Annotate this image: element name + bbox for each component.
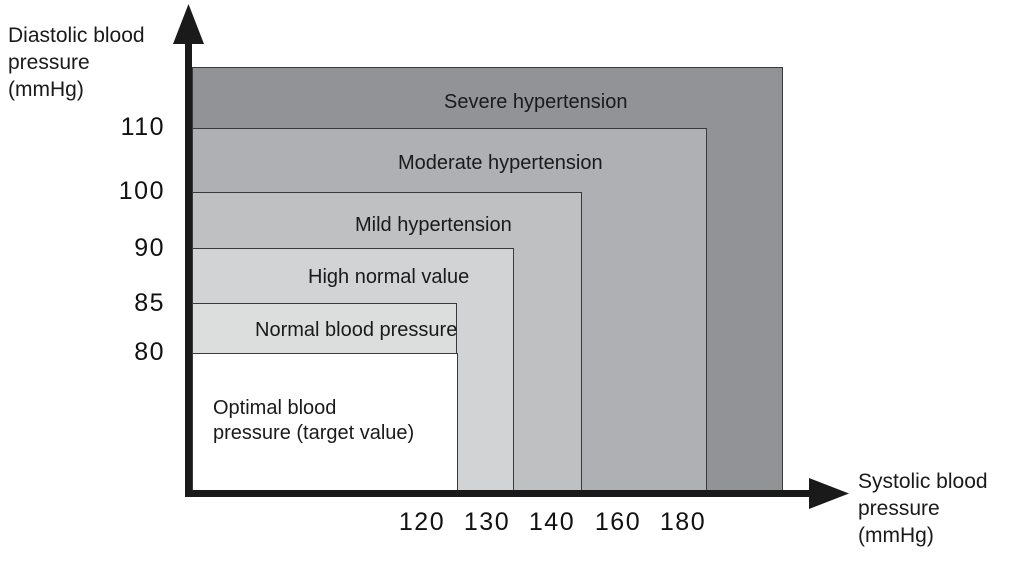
y-tick-110: 110 bbox=[120, 113, 165, 141]
y-tick-85: 85 bbox=[134, 289, 165, 317]
x-tick-130: 130 bbox=[463, 508, 511, 536]
x-axis-title: Systolic blood pressure (mmHg) bbox=[858, 470, 988, 547]
zone-label-normal-blood-pressure: Normal blood pressure bbox=[255, 319, 458, 341]
zone-label-optimal-blood-pressure: Optimal blood pressure (target value) bbox=[213, 397, 415, 444]
zone-label-severe-hypertension: Severe hypertension bbox=[444, 91, 628, 113]
zone-optimal-blood-pressure bbox=[192, 353, 458, 493]
y-tick-80: 80 bbox=[134, 338, 165, 366]
y-tick-100: 100 bbox=[118, 177, 165, 205]
x-tick-140: 140 bbox=[528, 508, 576, 536]
x-tick-180: 180 bbox=[659, 508, 707, 536]
x-axis-arrow-icon bbox=[809, 478, 849, 509]
zone-label-moderate-hypertension: Moderate hypertension bbox=[398, 152, 603, 174]
zone-label-mild-hypertension: Mild hypertension bbox=[355, 214, 512, 236]
y-axis-title: Diastolic blood pressure (mmHg) bbox=[8, 24, 145, 101]
x-tick-160: 160 bbox=[594, 508, 642, 536]
y-tick-90: 90 bbox=[134, 234, 165, 262]
x-tick-120: 120 bbox=[398, 508, 446, 536]
zone-label-high-normal-value: High normal value bbox=[308, 266, 470, 288]
